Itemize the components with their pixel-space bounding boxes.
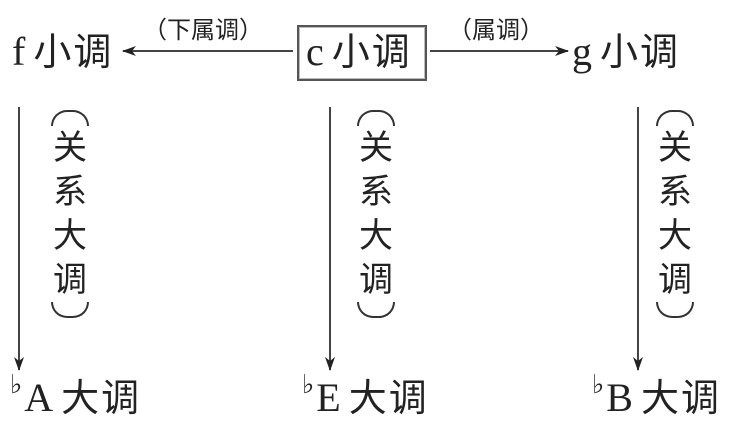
label-char: 调: [53, 260, 87, 300]
subdominant-label: （下属调）: [143, 16, 263, 44]
key-letter: A: [24, 375, 54, 420]
relative-major-label-right: 关 系 大 调: [655, 110, 695, 318]
flat-sign-icon: ♭: [302, 370, 315, 399]
key-letter: f: [12, 29, 26, 74]
label-char: 调: [658, 260, 692, 300]
dominant-label: （属调）: [448, 16, 544, 44]
paren-close: [357, 302, 395, 318]
paren-close: [656, 302, 694, 318]
center-key-box: [297, 25, 427, 81]
label-char: 关: [53, 128, 87, 168]
flat-sign-icon: ♭: [592, 370, 605, 399]
label-char: 大: [359, 216, 393, 256]
key-name: 小调: [331, 30, 412, 74]
paren-open: [656, 110, 694, 126]
key-name: 大调: [61, 376, 142, 420]
key-letter: B: [606, 375, 633, 420]
flat-sign-icon: ♭: [10, 370, 23, 399]
label-char: 大: [658, 216, 692, 256]
key-letter: c: [306, 29, 324, 74]
label-char: 关: [658, 128, 692, 168]
label-char: 系: [359, 172, 393, 212]
label-char: 关: [359, 128, 393, 168]
label-char: 系: [658, 172, 692, 212]
key-name: 大调: [640, 376, 721, 420]
paren-close: [51, 302, 89, 318]
label-char: 大: [53, 216, 87, 256]
key-letter: E: [316, 375, 341, 420]
relative-major-label-center: 关 系 大 调: [356, 110, 396, 318]
key-name: 小调: [33, 30, 114, 74]
key-letter: g: [572, 29, 592, 74]
paren-open: [51, 110, 89, 126]
key-name: 大调: [348, 376, 429, 420]
relative-major-label-left: 关 系 大 调: [50, 110, 90, 318]
label-char: 调: [359, 260, 393, 300]
paren-open: [357, 110, 395, 126]
key-name: 小调: [600, 30, 681, 74]
label-char: 系: [53, 172, 87, 212]
